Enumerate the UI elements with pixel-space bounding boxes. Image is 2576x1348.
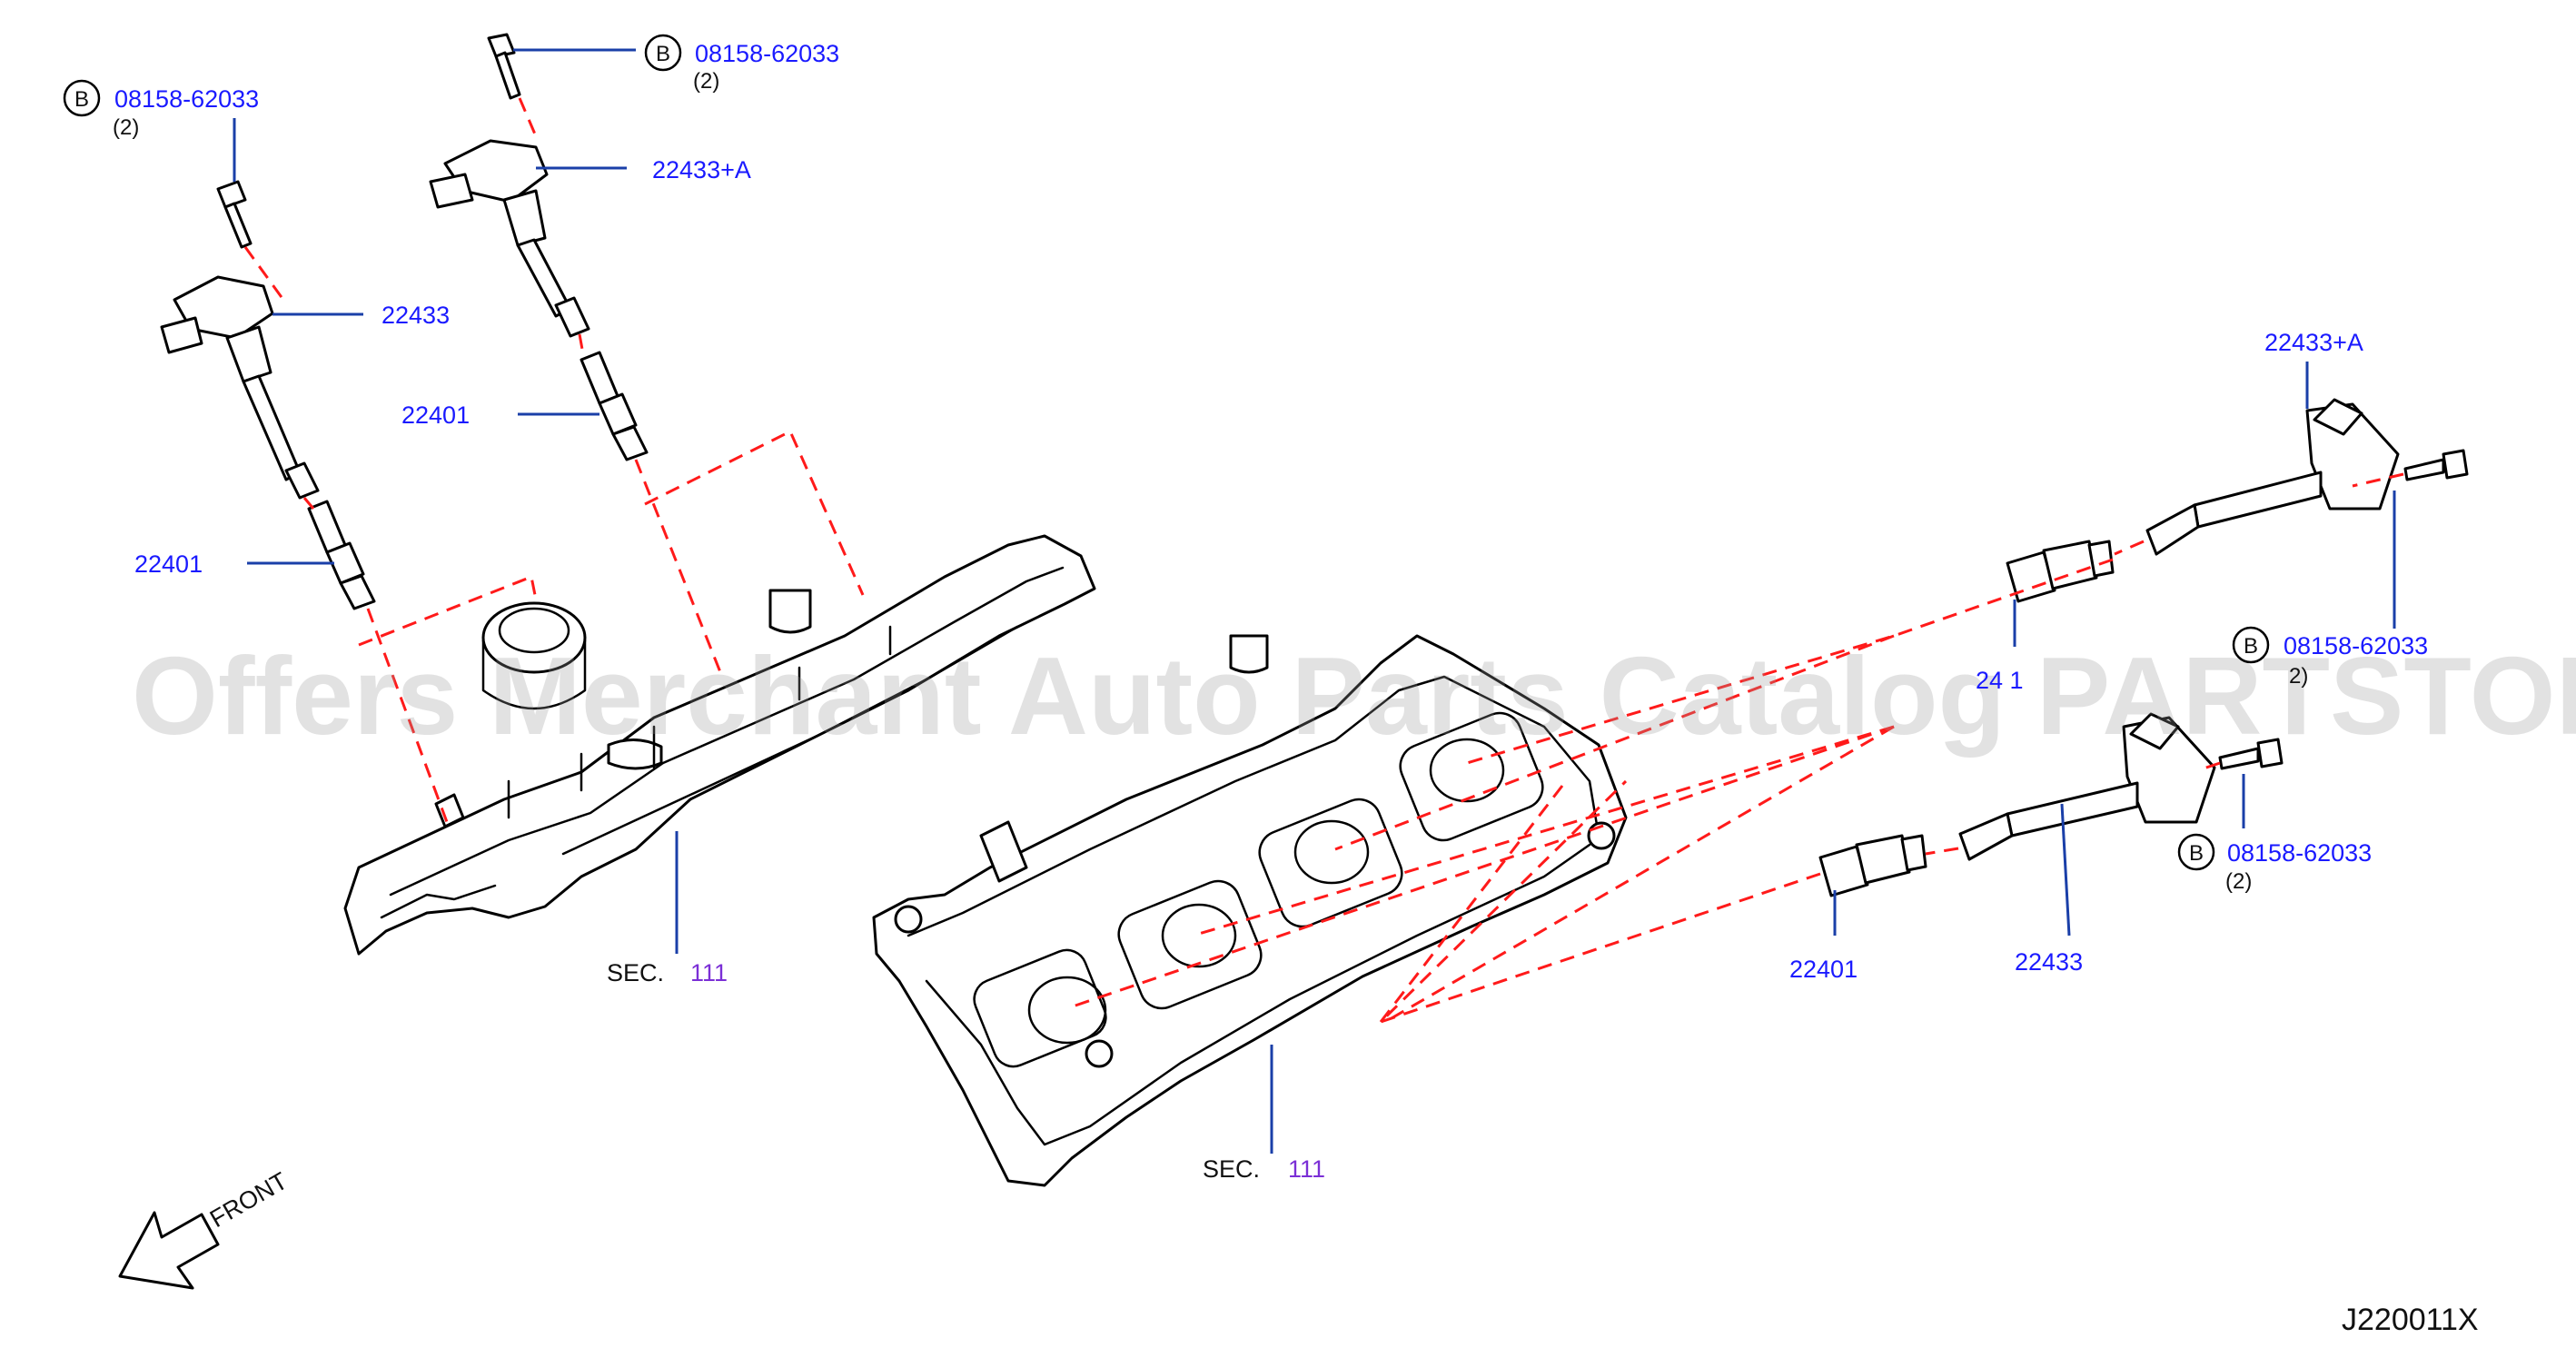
bolt-left-part <box>216 180 253 249</box>
callout-bolt-mid[interactable]: B 08158-62033 (2) <box>644 34 839 94</box>
plug-mid-part-number[interactable]: 22401 <box>401 401 470 429</box>
coil-left-part <box>160 275 320 500</box>
bolt-mark-circle <box>644 34 682 72</box>
coil-left-part-number[interactable]: 22433 <box>381 302 450 329</box>
section-ref-link[interactable]: 111 <box>1288 1155 1325 1183</box>
section-label: SEC. <box>1203 1155 1260 1183</box>
valve-cover-right <box>872 634 1628 1187</box>
bolt-part-number[interactable]: 08158-62033 <box>2227 839 2372 867</box>
front-arrow-icon <box>118 1211 220 1290</box>
bolt-part-number[interactable]: 08158-62033 <box>2284 632 2428 659</box>
section-label: SEC. <box>607 959 664 986</box>
bolt-quantity: (2) <box>2225 869 2252 894</box>
coil-right-2-part <box>1958 712 2216 861</box>
valve-cover-left <box>343 534 1096 956</box>
bolt-mark-circle <box>2177 833 2215 871</box>
plug-right-1-part-number[interactable]: 24 1 <box>1976 667 2024 694</box>
bolt-mark: B <box>74 87 89 112</box>
section-ref-right[interactable]: SEC. 111 <box>1203 1155 1325 1183</box>
front-label: FRONT <box>205 1167 292 1233</box>
watermark-text: Offers Merchant Auto Parts Catalog PARTS… <box>132 634 2576 758</box>
section-ref-link[interactable]: 111 <box>690 959 728 986</box>
bolt-right-2-part <box>2218 738 2284 770</box>
bolt-quantity: (2) <box>113 115 139 140</box>
diagram-code: J220011X <box>2342 1303 2479 1337</box>
front-direction-indicator: FRONT <box>118 1167 292 1290</box>
bolt-mark-circle <box>2232 626 2270 664</box>
callout-bolt-left[interactable]: B 08158-62033 (2) <box>63 79 259 140</box>
assembly-lines <box>243 97 2404 1024</box>
plug-mid-part <box>580 351 649 461</box>
plug-left-part <box>307 500 376 610</box>
bolt-quantity: (2) <box>693 69 719 94</box>
bolt-mark: B <box>2244 634 2258 659</box>
bolt-right-1-part <box>2403 449 2469 481</box>
coil-right-1-part-number[interactable]: 22433+A <box>2264 329 2363 356</box>
plug-right-2-part-number[interactable]: 22401 <box>1789 956 1858 983</box>
bolt-mid-part <box>487 33 521 100</box>
bolt-part-number[interactable]: 08158-62033 <box>695 40 839 67</box>
coil-right-1-part <box>2145 398 2400 556</box>
bolt-mark-circle <box>63 79 101 117</box>
coil-mid-part <box>429 139 590 338</box>
plug-right-2-part <box>1818 834 1927 897</box>
bolt-quantity: 2) <box>2289 664 2308 689</box>
section-ref-left[interactable]: SEC. 111 <box>607 959 728 986</box>
bolt-part-number[interactable]: 08158-62033 <box>114 85 259 113</box>
coil-mid-part-number[interactable]: 22433+A <box>652 156 751 183</box>
callout-bolt-right-1[interactable]: B 08158-62033 2) <box>2232 626 2428 689</box>
bolt-mark: B <box>656 42 670 66</box>
callout-bolt-right-2[interactable]: B 08158-62033 (2) <box>2177 833 2372 894</box>
plug-right-1-part <box>2006 540 2115 603</box>
bolt-mark: B <box>2189 841 2204 866</box>
plug-left-part-number[interactable]: 22401 <box>134 550 203 578</box>
coil-right-2-part-number[interactable]: 22433 <box>2015 948 2083 976</box>
leader-lines <box>233 48 2396 1154</box>
